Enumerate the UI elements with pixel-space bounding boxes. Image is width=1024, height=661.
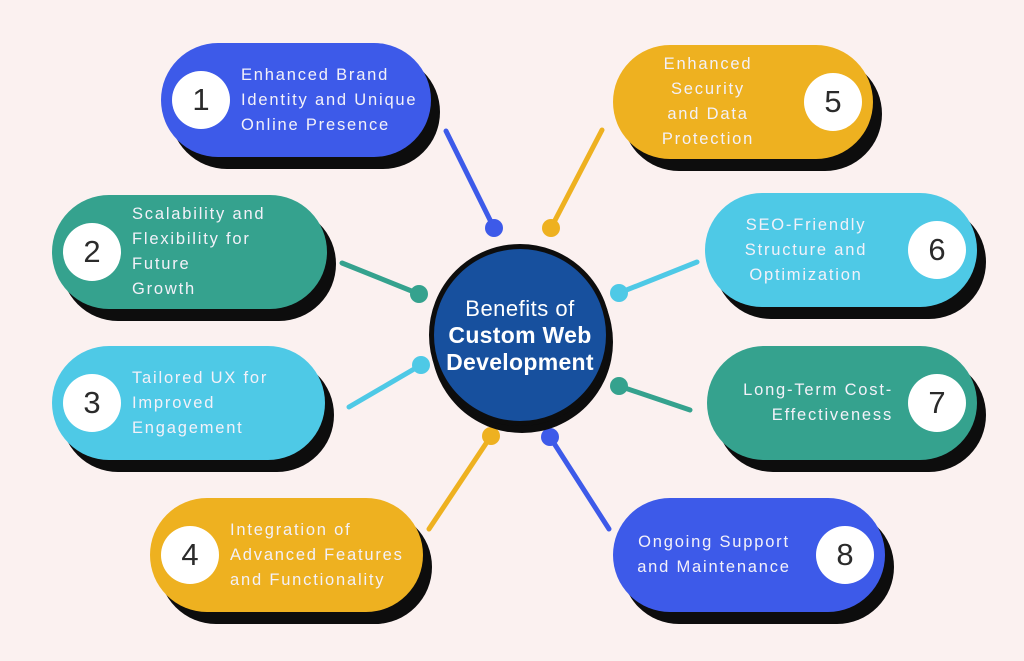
benefit-label-8: Ongoing Support and Maintenance xyxy=(637,533,791,576)
benefit-number-badge-7: 7 xyxy=(908,374,966,432)
connector-line-5 xyxy=(548,127,605,231)
connector-dot-5 xyxy=(542,219,560,237)
connector-line-8 xyxy=(547,434,612,532)
benefit-number-badge-1: 1 xyxy=(172,71,230,129)
center-title-line-1: Benefits of xyxy=(465,295,575,321)
benefit-number-badge-6: 6 xyxy=(908,221,966,279)
benefit-pill-6: 6 SEO-Friendly Structure and Optimizatio… xyxy=(705,193,977,307)
connector-dot-6 xyxy=(610,284,628,302)
benefit-pill-2: 2 Scalability and Flexibility for Future… xyxy=(52,195,327,309)
benefit-label-3: Tailored UX for Improved Engagement xyxy=(132,368,269,437)
center-title-line-3: Development xyxy=(446,348,594,375)
benefit-label-5: Enhanced Security and Data Protection xyxy=(661,55,755,148)
benefit-number-badge-8: 8 xyxy=(816,526,874,584)
center-title-line-2: Custom Web xyxy=(448,321,592,348)
connector-line-7 xyxy=(616,383,693,413)
benefit-pill-4: 4 Integration of Advanced Features and F… xyxy=(150,498,423,612)
connector-line-4 xyxy=(426,433,494,532)
connector-dot-7 xyxy=(610,377,628,395)
benefit-pill-8: 8 Ongoing Support and Maintenance xyxy=(613,498,885,612)
benefit-number-badge-2: 2 xyxy=(63,223,121,281)
connector-line-2 xyxy=(339,260,422,297)
benefit-label-4: Integration of Advanced Features and Fun… xyxy=(230,520,404,589)
benefit-number-badge-5: 5 xyxy=(804,73,862,131)
connector-dot-1 xyxy=(485,219,503,237)
benefit-label-1: Enhanced Brand Identity and Unique Onlin… xyxy=(241,65,418,134)
connector-dot-4 xyxy=(482,427,500,445)
connector-line-6 xyxy=(616,259,700,296)
connector-line-3 xyxy=(346,362,424,410)
benefit-label-6: SEO-Friendly Structure and Optimization xyxy=(744,215,868,284)
benefit-pill-1: 1 Enhanced Brand Identity and Unique Onl… xyxy=(161,43,431,157)
benefit-label-2: Scalability and Flexibility for Future G… xyxy=(132,205,266,298)
center-topic-circle: Benefits of Custom Web Development xyxy=(429,244,611,426)
benefit-label-7: Long-Term Cost- Effectiveness xyxy=(743,381,893,424)
connector-line-1 xyxy=(443,128,497,231)
benefit-pill-5: 5 Enhanced Security and Data Protection xyxy=(613,45,873,159)
benefit-pill-3: 3 Tailored UX for Improved Engagement xyxy=(52,346,325,460)
connector-dot-8 xyxy=(541,428,559,446)
benefit-number-badge-3: 3 xyxy=(63,374,121,432)
benefit-number-badge-4: 4 xyxy=(161,526,219,584)
connector-dot-3 xyxy=(412,356,430,374)
connector-dot-2 xyxy=(410,285,428,303)
benefit-pill-7: 7 Long-Term Cost- Effectiveness xyxy=(707,346,977,460)
